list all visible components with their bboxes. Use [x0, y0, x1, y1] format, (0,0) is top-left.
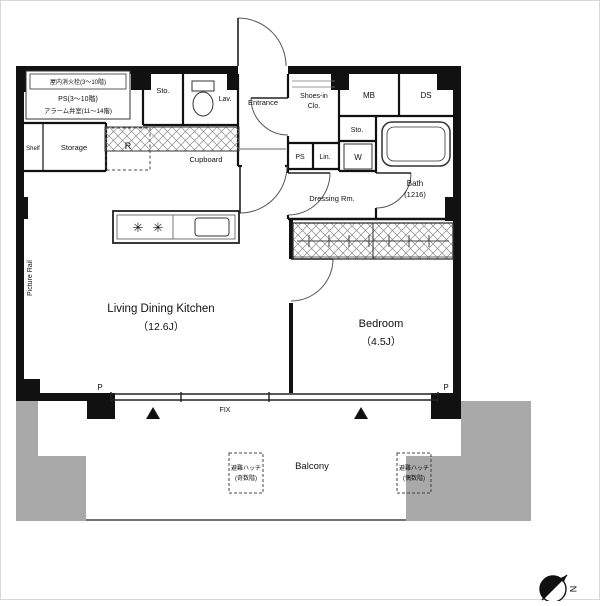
evac-hatches: 避難ハッチ (奇数階) 避難ハッチ (偶数階) [228, 452, 432, 494]
evac-hatch-even-label-1: 避難ハッチ [399, 464, 429, 472]
shoes-closet-label-2: Clo. [308, 103, 321, 110]
meter-box-label: MB [363, 91, 375, 100]
duct-space-label: DS [420, 91, 431, 100]
bedroom-door-arc [290, 258, 334, 302]
wall-top-right [288, 66, 461, 74]
evac-hatch-even-box [396, 452, 432, 494]
picture-rail-label: Picture Rail [27, 260, 34, 296]
bedroom-size-label: （4.5J） [361, 336, 402, 348]
cupboard-label: Cupboard [190, 155, 223, 164]
linen-label: Lin. [319, 154, 330, 161]
pillar-right-label: P [443, 383, 448, 392]
wall-left [16, 66, 24, 401]
balcony-wall-right [406, 401, 531, 521]
balcony-wall-left [16, 401, 86, 521]
pipe-shaft-label: PS(3〜10階) [58, 94, 98, 103]
storage-top-label: Sto. [156, 86, 169, 95]
storage-right-label: Sto. [351, 127, 364, 134]
dressing-door-arc [287, 172, 331, 216]
pillar [16, 379, 40, 401]
evac-hatch-even-label-2: (偶数階) [403, 474, 425, 482]
kitchen-sink [194, 217, 230, 237]
balcony-walls [16, 401, 531, 521]
window-marker-triangle [146, 407, 160, 419]
bathtub-inner [386, 126, 446, 162]
ldk-label: Living Dining Kitchen [107, 303, 214, 315]
pillar [131, 66, 151, 90]
ldk-size-label: （12.6J） [138, 321, 185, 333]
fire-hydrant-label: 屋内消火栓(3〜10階) [50, 78, 106, 86]
refrigerator-label: R [125, 141, 132, 151]
washer-box [343, 143, 373, 170]
kitchen-counter-inner [116, 214, 236, 240]
bath-label: Bath [407, 179, 423, 188]
window-band [110, 392, 439, 402]
evac-hatch-odd-box [228, 452, 264, 494]
toilet-bowl [192, 91, 214, 117]
bedroom-label: Bedroom [359, 318, 404, 330]
wall-bottom-left [16, 393, 111, 401]
window-marker-triangle [354, 407, 368, 419]
entrance-label: Entrance [248, 98, 278, 107]
pillar-window-right [431, 393, 461, 419]
shoes-closet-door-arc [250, 97, 289, 136]
entrance-door-arc [237, 17, 287, 67]
pillars [16, 66, 461, 419]
fixtures [25, 70, 454, 260]
lavatory-label: Lav. [219, 96, 232, 103]
stove-burner-icon: ✳ [133, 220, 144, 235]
shoes-closet-label-1: Shoes-in [300, 93, 328, 100]
wall-right [453, 66, 461, 401]
evac-hatch-odd-label-2: (奇数階) [235, 474, 257, 482]
bath-door-arc [375, 172, 412, 209]
evac-hatch-odd-label-1: 避難ハッチ [231, 464, 261, 472]
pipe-space-label: PS [295, 154, 305, 161]
toilet-tank [191, 80, 215, 92]
stove-burner-icon: ✳ [153, 220, 164, 235]
cupboard-area [104, 126, 240, 152]
labels: 屋内消火栓(3〜10階) PS(3〜10階) アラーム弁室(11〜14階) St… [26, 78, 449, 472]
shelf-label: Shelf [26, 146, 40, 152]
north-label: N [568, 586, 578, 593]
pillar-left-label: P [97, 383, 102, 392]
alarm-valve-label: アラーム弁室(11〜14階) [44, 106, 112, 115]
bath-size-label: (1216) [404, 190, 426, 199]
pillar [437, 66, 461, 90]
fix-window-label: FIX [220, 407, 231, 414]
hangers [308, 235, 430, 247]
doors [237, 17, 412, 302]
bathtub [381, 121, 451, 167]
north-arrow-icon: N [539, 574, 578, 603]
pillar [16, 197, 28, 219]
pillar [227, 66, 238, 90]
pillar [445, 197, 461, 221]
wall-top-left [16, 66, 238, 74]
balcony-label: Balcony [295, 461, 329, 472]
dressing-room-label: Dressing Rm. [309, 194, 354, 203]
bedroom-wall [289, 219, 293, 393]
kitchen-counter [112, 210, 240, 244]
hall-door-arc [239, 165, 288, 214]
storage-label: Storage [61, 143, 87, 152]
washer-label: W [354, 153, 362, 162]
fire-hydrant-box [29, 73, 127, 90]
